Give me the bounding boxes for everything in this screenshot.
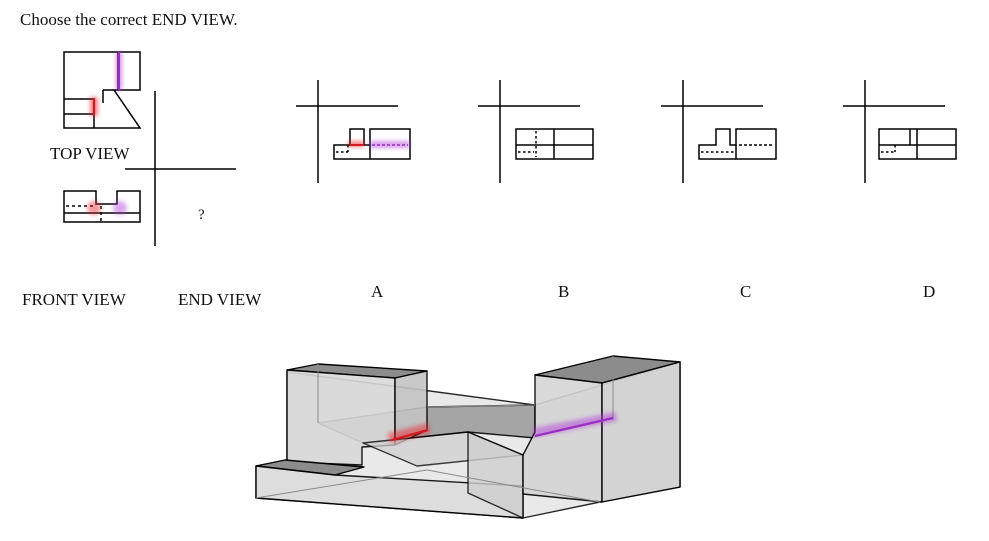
option-d-label[interactable]: D bbox=[923, 282, 936, 301]
isometric-solid bbox=[255, 355, 681, 519]
end-view-label: END VIEW bbox=[178, 290, 262, 309]
front-view-drawing bbox=[63, 190, 141, 223]
solid-purple-edge bbox=[534, 416, 614, 438]
unknown-end-view-mark: ? bbox=[198, 207, 205, 223]
front-view-red-dot bbox=[87, 201, 101, 215]
option-d-drawing[interactable] bbox=[843, 80, 957, 183]
option-b-drawing[interactable] bbox=[478, 80, 594, 183]
front-view-purple-dot bbox=[113, 201, 127, 215]
top-view-label: TOP VIEW bbox=[50, 144, 130, 163]
front-view-label: FRONT VIEW bbox=[22, 290, 126, 309]
top-view-drawing bbox=[63, 51, 142, 129]
option-a-drawing[interactable] bbox=[296, 80, 411, 183]
projection-axes bbox=[125, 91, 236, 246]
question-text: Choose the correct END VIEW. bbox=[20, 10, 238, 29]
option-b-label[interactable]: B bbox=[558, 282, 570, 301]
option-c-drawing[interactable] bbox=[661, 80, 777, 183]
option-c-label[interactable]: C bbox=[740, 282, 752, 301]
option-a-label[interactable]: A bbox=[371, 282, 384, 301]
solid-red-edge bbox=[391, 428, 429, 442]
